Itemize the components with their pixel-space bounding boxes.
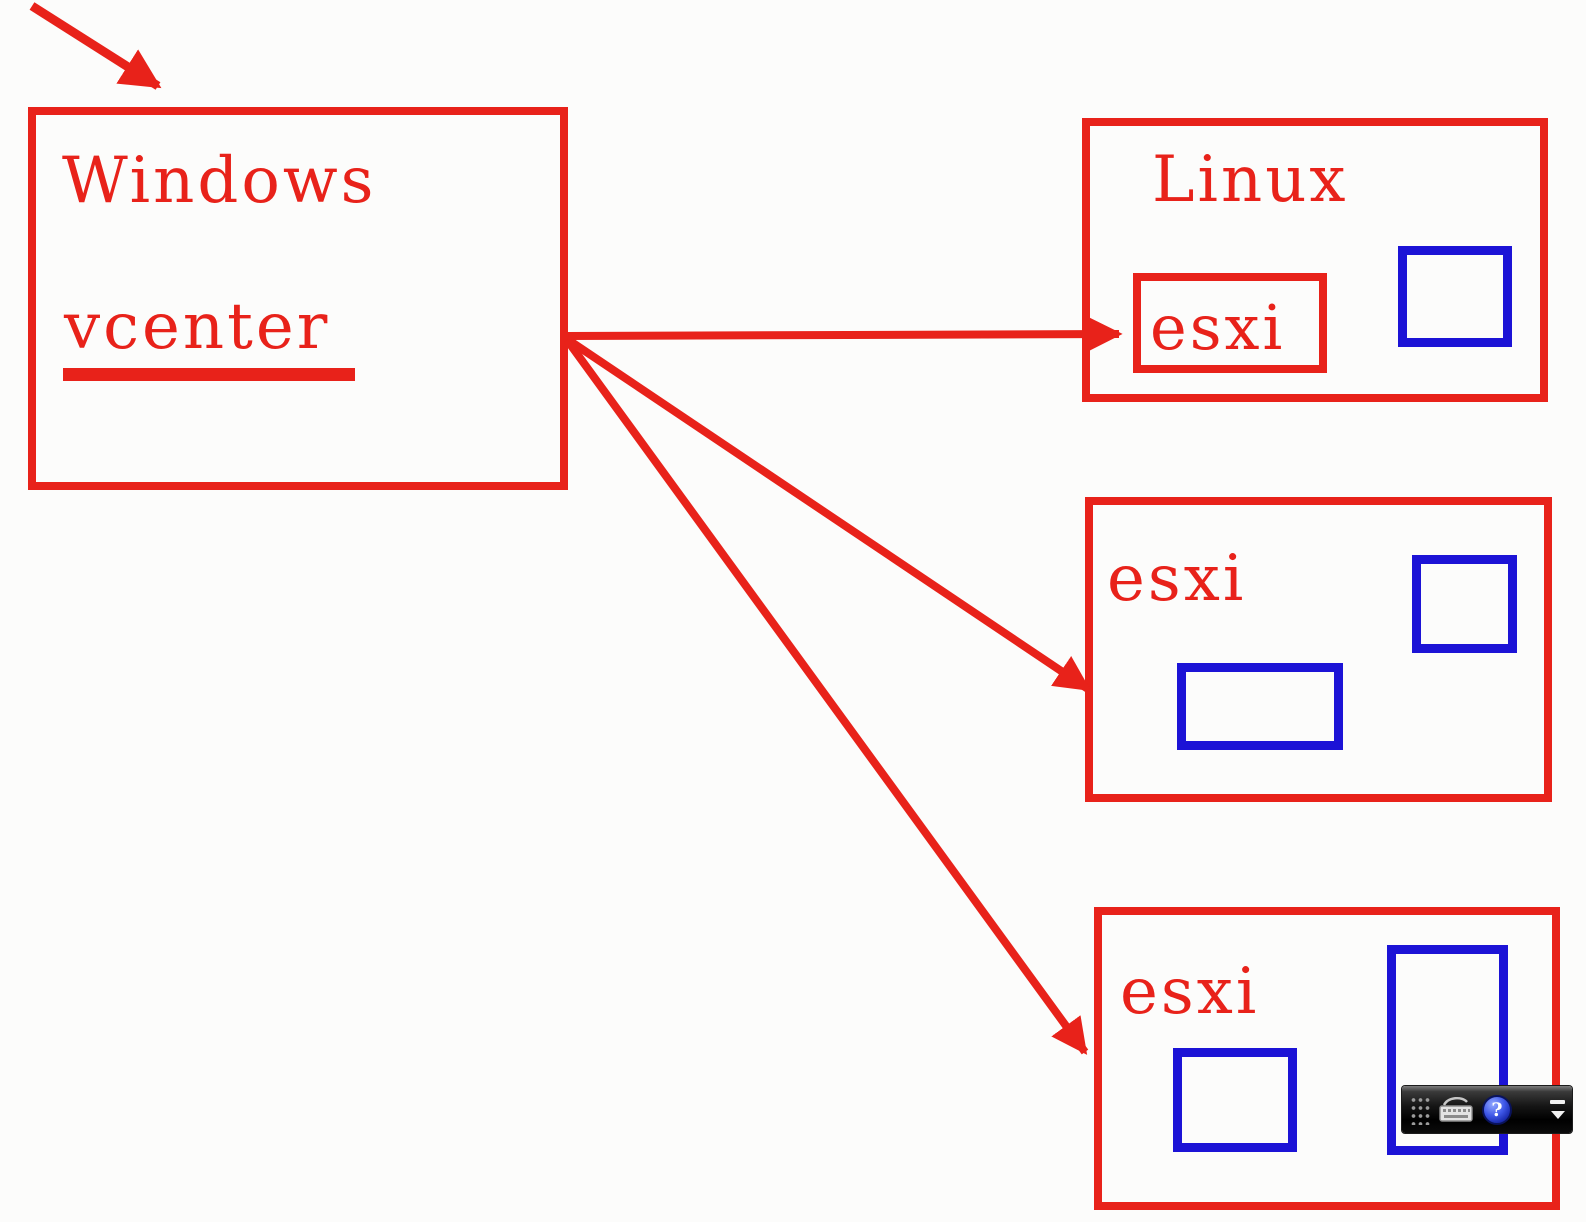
vm-box	[1177, 663, 1343, 750]
vcenter-label: vcenter	[64, 290, 331, 364]
windows-label: Windows	[62, 144, 377, 218]
help-glyph: ?	[1491, 1098, 1503, 1121]
drag-handle-icon[interactable]	[1409, 1094, 1430, 1125]
vm-box	[1387, 945, 1508, 1155]
vcenter-underline	[63, 368, 355, 381]
linux-host-title: Linux	[1152, 143, 1349, 217]
arrow-vcenter-to-esxi3	[563, 337, 1089, 1055]
vm-box	[1398, 246, 1512, 347]
esxi-host2-box: esxi	[1085, 497, 1552, 802]
linux-host-box: Linux esxi	[1082, 118, 1548, 402]
vcenter-management-box: Windows vcenter	[28, 107, 568, 490]
language-bar-controls	[1550, 1100, 1565, 1119]
pointer-arrow-to-vcenter	[29, 2, 162, 90]
nested-esxi-box: esxi	[1133, 273, 1327, 373]
arrow-vcenter-to-linux-esxi	[567, 316, 1123, 353]
keyboard-icon[interactable]	[1437, 1096, 1475, 1124]
minimize-icon[interactable]	[1550, 1100, 1565, 1104]
language-bar: ?	[1402, 1086, 1572, 1133]
vm-box	[1412, 555, 1517, 653]
nested-esxi-label: esxi	[1150, 291, 1286, 364]
vm-box	[1173, 1048, 1297, 1152]
esxi-host3-box: esxi	[1094, 907, 1560, 1210]
esxi-host3-title: esxi	[1120, 955, 1260, 1029]
help-icon[interactable]: ?	[1482, 1094, 1512, 1125]
arrow-vcenter-to-esxi2	[564, 335, 1091, 693]
dropdown-icon[interactable]	[1550, 1111, 1565, 1119]
esxi-host2-title: esxi	[1107, 542, 1247, 616]
